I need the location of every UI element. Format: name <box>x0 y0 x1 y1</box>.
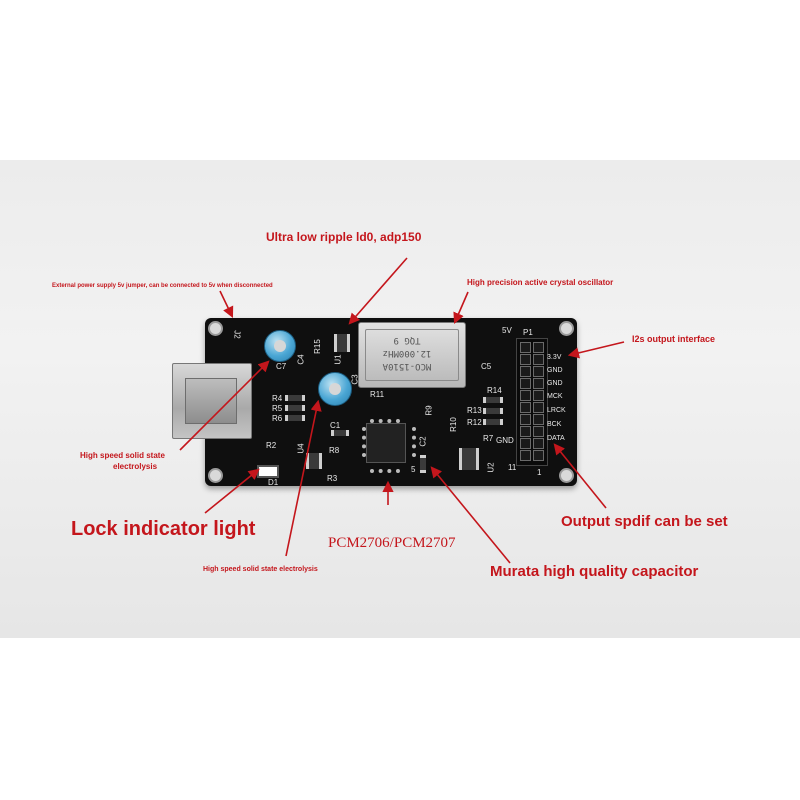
smd-capacitor <box>331 430 349 436</box>
smd-resistor <box>483 397 503 403</box>
pin-header-p1 <box>516 338 548 466</box>
silk-r14: R14 <box>487 386 502 395</box>
silk-r7: R7 <box>483 434 494 443</box>
arrow-lock <box>204 468 260 514</box>
callout-electrolysis-1a: High speed solid state <box>80 451 165 460</box>
arrow-spdif <box>553 443 607 509</box>
pin-label-gnd: GND <box>547 380 563 387</box>
silk-r3: R3 <box>327 474 338 483</box>
pin-label-lrck: LRCK <box>547 407 566 414</box>
silk-r8: R8 <box>329 446 340 455</box>
callout-ext-power: External power supply 5v jumper, can be … <box>52 283 273 289</box>
callout-electrolysis-2: High speed solid state electrolysis <box>203 566 318 573</box>
silk-5: 5 <box>411 465 416 474</box>
pin-label-gnd: GND <box>547 367 563 374</box>
smd-ic-u4 <box>306 453 322 469</box>
mounting-hole <box>559 321 574 336</box>
silk-gnd-left: GND <box>496 436 514 445</box>
silk-c5: C5 <box>481 362 492 371</box>
silk-r13: R13 <box>467 406 482 415</box>
silk-1: 1 <box>537 468 542 477</box>
silk-c7: C7 <box>276 362 287 371</box>
silk-p1: P1 <box>523 328 533 337</box>
arrow-ldo <box>348 257 408 325</box>
callout-chip: PCM2706/PCM2707 <box>328 535 456 551</box>
smd-resistor <box>285 395 305 401</box>
smd-resistor <box>285 415 305 421</box>
mounting-hole <box>559 468 574 483</box>
arrow-murata <box>430 466 511 564</box>
silk-r12: R12 <box>467 418 482 427</box>
silk-11: 11 <box>508 463 517 472</box>
callout-oscillator: High precision active crystal oscillator <box>467 278 614 287</box>
smd-resistor <box>483 419 503 425</box>
silk-c1: C1 <box>330 421 341 430</box>
smd-ic-u2 <box>459 448 479 470</box>
arrow-ext-power <box>219 290 234 319</box>
electrolytic-capacitor-c3 <box>318 372 352 406</box>
electrolytic-capacitor-c7 <box>264 330 296 362</box>
silk-r2: R2 <box>266 441 277 450</box>
callout-spdif: Output spdif can be set <box>561 513 728 530</box>
silk-d1: D1 <box>268 478 279 487</box>
arrow-electrolysis-1 <box>179 360 270 451</box>
arrow-oscillator <box>453 291 469 325</box>
crystal-oscillator: TQG 9 12.000MHz MCO-1510A <box>358 322 466 388</box>
callout-i2s: I2s output interface <box>632 334 716 344</box>
callout-ldo: Ultra low ripple ld0, adp150 <box>266 230 422 244</box>
pin-label-bck: BCK <box>547 421 562 428</box>
ldo-regulator <box>334 334 350 352</box>
mounting-hole <box>208 468 223 483</box>
callout-murata: Murata high quality capacitor <box>490 563 699 580</box>
pcm2706-chip <box>362 419 416 473</box>
mounting-hole <box>208 321 223 336</box>
pin-label-mck: MCK <box>547 393 563 400</box>
arrow-electrolysis-2 <box>285 399 322 557</box>
silk-r4: R4 <box>272 394 283 403</box>
smd-capacitor <box>420 455 426 473</box>
silk-r11: R11 <box>370 390 385 399</box>
callout-electrolysis-1b: electrolysis <box>113 462 158 471</box>
pin-label-data: DATA <box>547 435 565 442</box>
silk-r5: R5 <box>272 404 283 413</box>
pin-label-3v3: 3.3V <box>547 354 562 361</box>
smd-resistor <box>483 408 503 414</box>
silk-5v: 5V <box>502 326 512 335</box>
smd-resistor <box>285 405 305 411</box>
arrow-i2s <box>567 341 625 359</box>
silk-r6: R6 <box>272 414 283 423</box>
callout-lock: Lock indicator light <box>71 518 256 540</box>
